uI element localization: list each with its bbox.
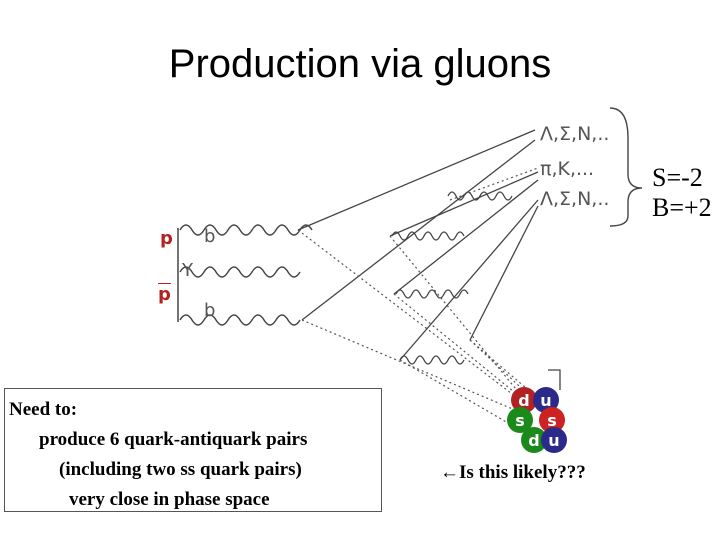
quark-bracket	[548, 369, 561, 390]
note-line-3: (including two ss quark pairs)	[59, 459, 302, 480]
quark-s-1	[507, 407, 533, 433]
question-text: Is this likely???	[459, 462, 586, 483]
fan-line-1	[297, 129, 536, 231]
quark-u-2	[541, 427, 567, 453]
quark-u-1	[533, 387, 559, 413]
fan-line-4	[393, 179, 539, 295]
proton-label: p	[160, 228, 173, 249]
upsilon-label: Y	[181, 260, 194, 281]
fan-line-6	[469, 205, 539, 341]
gluon-low	[399, 355, 465, 365]
quark-label-u-1: u	[540, 391, 551, 410]
b-quark-top-label: b	[204, 226, 215, 247]
quark-label-d-2: d	[528, 431, 539, 450]
baryon-number-label: B=+2	[652, 193, 712, 222]
hadron-brace	[609, 107, 643, 206]
quark-cluster: d u s s d u	[507, 387, 567, 453]
quark-label-s-1: s	[515, 411, 525, 430]
gluon-upper-right	[447, 191, 513, 201]
note-line-1: Need to:	[9, 399, 78, 420]
note-line-2: produce 6 quark-antiquark pairs	[39, 429, 308, 450]
quark-d-1	[511, 387, 537, 413]
strangeness-label: S=-2	[652, 163, 703, 192]
quark-d-2	[521, 427, 547, 453]
fan-line-2	[301, 139, 536, 321]
gluon-bottom	[179, 314, 301, 326]
requirements-note: Need to: produce 6 quark-antiquark pairs…	[4, 388, 382, 512]
hadron-label-2: π,K,...	[540, 158, 594, 180]
slide-title: Production via gluons	[168, 42, 552, 86]
gluon-mid-1	[391, 231, 465, 241]
fan-line-5	[399, 199, 539, 361]
quark-s-2	[539, 407, 565, 433]
gluon-middle	[179, 266, 301, 278]
note-line-4: very close in phase space	[69, 489, 270, 510]
quark-label-u-2: u	[548, 431, 559, 450]
left-arrow-icon: ←	[440, 462, 459, 483]
hadron-label-3: Λ,Σ,N,..	[540, 188, 609, 210]
hadron-label-1: Λ,Σ,N,..	[540, 123, 609, 145]
fan-line-3	[389, 171, 539, 237]
gluon-mid-2	[395, 289, 469, 299]
b-quark-bottom-label: b	[204, 300, 215, 321]
likelihood-question: ←Is this likely???	[440, 462, 586, 484]
quantum-numbers: S=-2 B=+2	[652, 163, 712, 223]
antiproton-label: p	[158, 284, 171, 305]
quark-label-d-1: d	[518, 391, 529, 410]
gluon-top	[179, 224, 313, 236]
quark-label-s-2: s	[547, 411, 557, 430]
